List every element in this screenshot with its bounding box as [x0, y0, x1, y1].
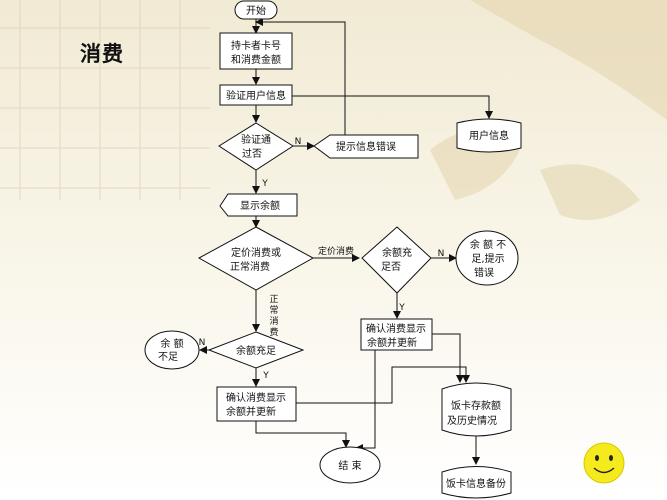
- price-type-decision: [197, 226, 315, 291]
- confirm-right-node: [360, 318, 433, 351]
- edge-label-n1: N: [295, 137, 302, 147]
- edge-label-y2: Y: [398, 303, 405, 313]
- price-type-label-1: 定价消费或: [231, 246, 281, 259]
- input-card-label-1: 持卡者卡号: [231, 39, 281, 52]
- confirm-left-node: [216, 386, 297, 422]
- confirm-right-label-1: 确认消费显示: [366, 322, 426, 335]
- start-node: [234, 0, 278, 20]
- input-card-label-2: 和消费金额: [231, 53, 281, 66]
- insufficient-label-3: 错误: [474, 266, 494, 279]
- insufficient-node: [455, 230, 519, 286]
- balance-ok-label-2: 足否: [381, 261, 401, 273]
- verify-pass-decision: [218, 122, 294, 171]
- normal-balance-label: 余额充足: [236, 344, 276, 357]
- verify-user-node: [219, 84, 293, 106]
- insufficient-left-label-2: 不足: [158, 351, 178, 363]
- confirm-right-label-2: 余额并更新: [367, 336, 417, 349]
- edge-verify-db: [292, 95, 493, 119]
- backup-db-node: [441, 466, 512, 499]
- edge-label-normal-3: 消: [269, 315, 278, 327]
- show-balance-node: [219, 193, 298, 217]
- verify-pass-label-1: 验证通: [241, 133, 271, 146]
- edge-label-y1: Y: [261, 179, 268, 189]
- edge-label-normal-2: 常: [269, 304, 278, 316]
- verify-user-label: 验证用户信息: [226, 89, 286, 102]
- balance-ok-decision: [361, 226, 432, 294]
- insufficient-left-node: [144, 330, 200, 370]
- error-msg-label: 提示信息错误: [336, 140, 396, 153]
- deposit-db-node: [441, 382, 512, 437]
- insufficient-left-label-1: 余 额: [160, 337, 183, 350]
- deposit-db-label-2: 及历史情况: [447, 414, 497, 427]
- edge-label-n2: N: [438, 249, 445, 259]
- confirm-left-label-2: 余额并更新: [226, 405, 276, 418]
- edge-confirmright-end: [355, 350, 376, 452]
- insufficient-label-2: 足,提示: [471, 253, 504, 265]
- edge-label-normal-4: 费: [269, 326, 278, 338]
- user-info-db-node: [456, 118, 522, 153]
- backup-db-label: 饭卡信息备份: [446, 477, 506, 490]
- start-label: 开始: [246, 4, 266, 17]
- deposit-db-label-1: 饭卡存款额: [451, 399, 501, 412]
- verify-pass-label-2: 过否: [242, 147, 262, 160]
- edge-label-n3: N: [199, 338, 206, 348]
- balance-ok-label-1: 余额充: [382, 246, 412, 259]
- edge-label-fixed: 定价消费: [318, 245, 354, 257]
- insufficient-label-1: 余 额 不: [470, 238, 506, 251]
- edge-label-normal-1: 正: [269, 295, 278, 305]
- edge-confirmleft-end: [255, 421, 350, 448]
- end-label: 结 束: [338, 459, 361, 472]
- edge-confirmright-deposit: [432, 333, 464, 383]
- edge-confirmleft-deposit: [296, 366, 470, 404]
- confirm-left-label-1: 确认消费显示: [226, 391, 286, 404]
- smiley-face-icon: [583, 442, 625, 484]
- price-type-label-2: 正常消费: [230, 260, 270, 273]
- normal-balance-decision: [207, 331, 305, 369]
- edge-label-y3: Y: [262, 371, 269, 381]
- edge-error-loop: [255, 18, 346, 135]
- error-msg-node: [313, 134, 419, 159]
- user-info-db-label: 用户信息: [469, 129, 509, 142]
- show-balance-label: 显示余额: [240, 199, 280, 212]
- page-title: 消费: [80, 42, 124, 66]
- end-node: [319, 446, 381, 484]
- input-card-node: [219, 32, 293, 70]
